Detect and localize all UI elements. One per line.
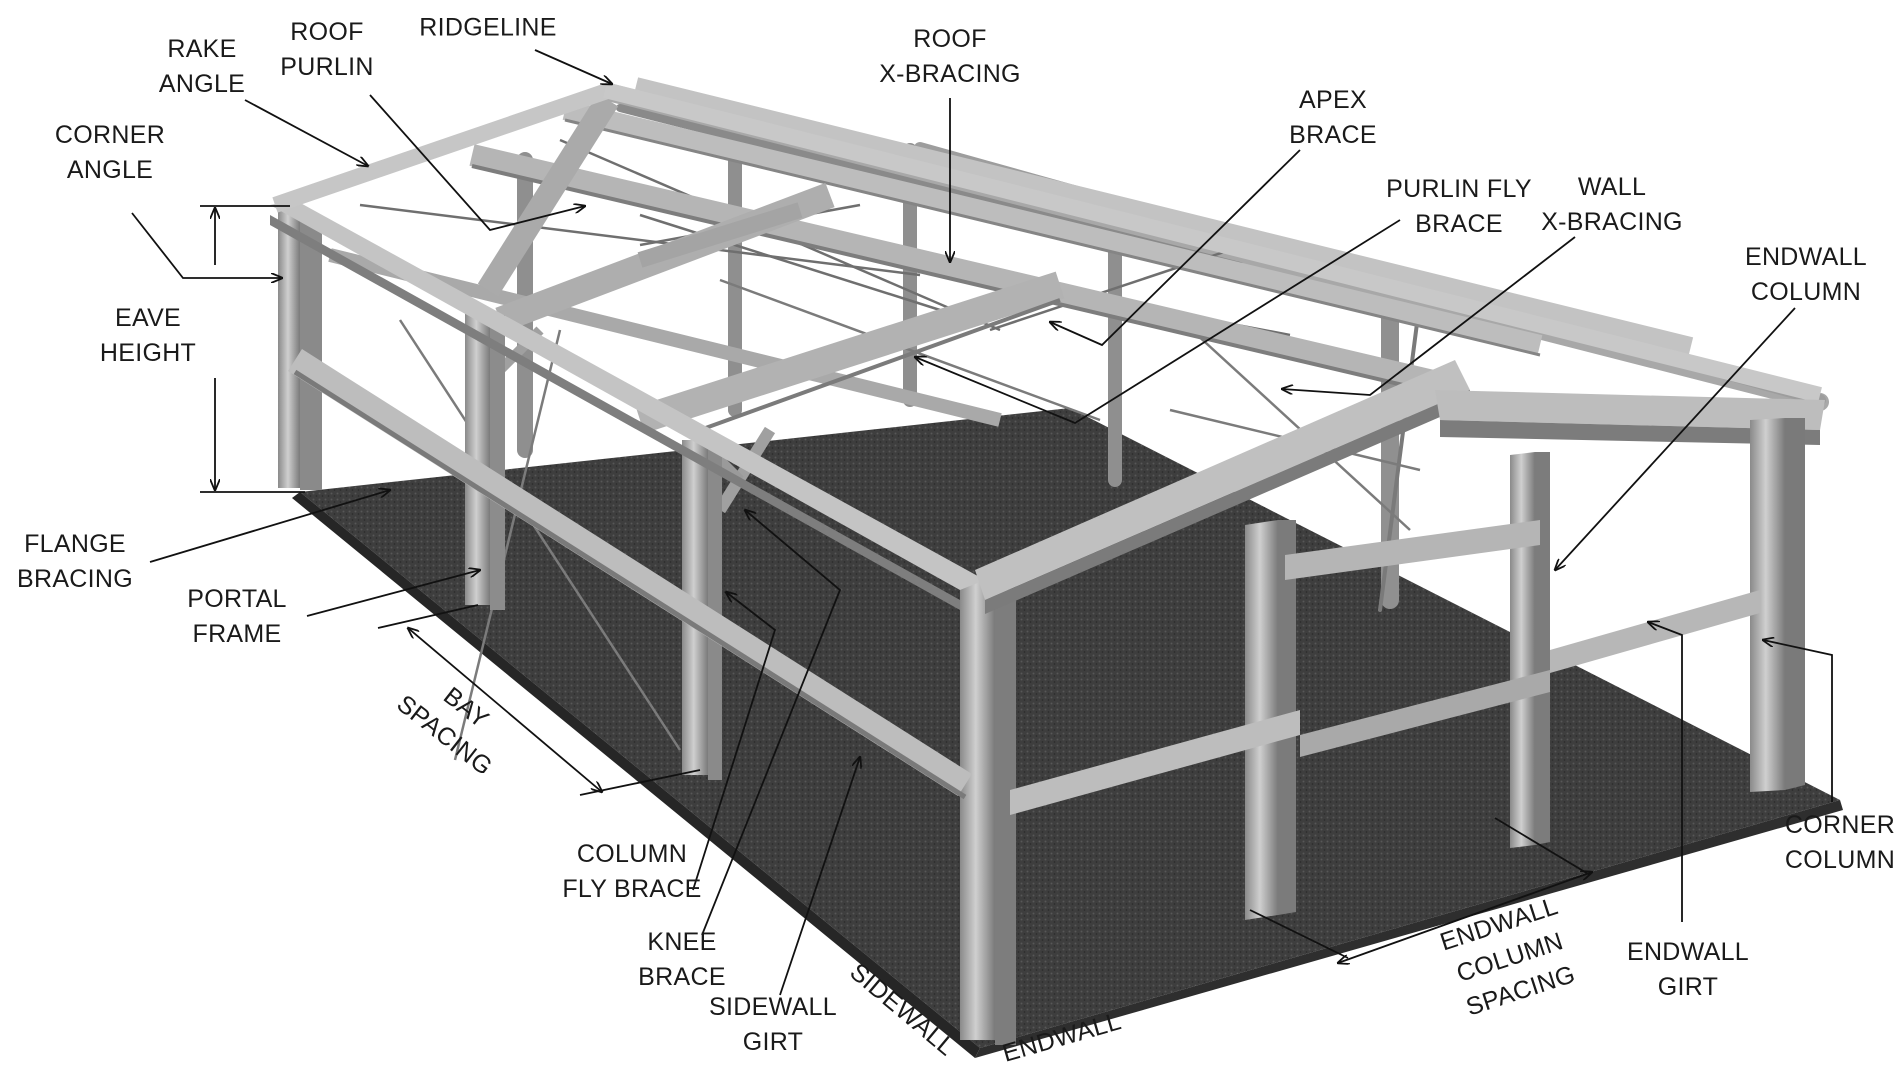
- label-sidewall-girt: SIDEWALL GIRT: [709, 990, 837, 1060]
- ecs-tick-right: [1494, 817, 1591, 876]
- leader-roof-purlin: [369, 94, 585, 232]
- label-corner-angle: CORNER ANGLE: [55, 118, 165, 188]
- leader-knee-brace: [701, 510, 842, 936]
- label-line: GIRT: [1657, 973, 1719, 1001]
- leader-corner-angle: [131, 212, 282, 278]
- ecs-arrow: [1338, 872, 1592, 963]
- sidewall-beams: [270, 82, 1822, 800]
- label-endwall-girt: ENDWALL GIRT: [1627, 935, 1749, 1005]
- leader-wall-x-bracing: [1282, 236, 1576, 396]
- label-line: COLUMN: [1784, 846, 1896, 874]
- label-line: ENDWALL: [1744, 243, 1868, 271]
- label-line: X-BRACING: [1541, 208, 1683, 236]
- label-line: HEIGHT: [99, 339, 197, 367]
- label-line: FLY BRACE: [562, 875, 702, 903]
- bay-spacing-tick-left: [377, 604, 479, 629]
- label-line: FRAME: [192, 620, 282, 648]
- leader-endwall-girt: [1648, 622, 1683, 922]
- label-line: PORTAL: [187, 585, 287, 613]
- label-line: X-BRACING: [879, 60, 1021, 88]
- ecs-tick-left: [1249, 909, 1349, 959]
- label-line: RAKE: [167, 35, 237, 63]
- label-line: SIDEWALL: [709, 993, 837, 1021]
- label-line: FLANGE: [24, 530, 126, 558]
- label-eave-height: EAVE HEIGHT: [100, 301, 196, 371]
- label-line: CORNER: [54, 121, 166, 149]
- label-roof-x-bracing: ROOF X-BRACING: [879, 22, 1021, 92]
- wall-x-bracing: [398, 278, 1421, 761]
- leader-endwall-column: [1555, 307, 1796, 570]
- label-line: KNEE: [647, 928, 717, 956]
- label-line: APEX: [1299, 86, 1367, 114]
- label-line: COLUMN: [1750, 278, 1862, 306]
- label-knee-brace: KNEE BRACE: [638, 925, 726, 995]
- label-purlin-fly-brace: PURLIN FLY BRACE: [1386, 172, 1532, 242]
- label-line: ROOF: [290, 18, 364, 46]
- leader-apex-brace: [1050, 149, 1301, 347]
- label-line: EAVE: [114, 304, 182, 332]
- label-line: CORNER: [1784, 811, 1896, 839]
- leader-sidewall-girt: [779, 757, 860, 996]
- leader-column-fly-brace: [692, 592, 777, 891]
- label-endwall-column: ENDWALL COLUMN: [1745, 240, 1867, 310]
- label-roof-purlin: ROOF PURLIN: [280, 15, 374, 85]
- label-line: GIRT: [742, 1028, 804, 1056]
- leader-rake-angle: [244, 99, 368, 166]
- label-apex-brace: APEX BRACE: [1289, 83, 1377, 153]
- label-line: ANGLE: [158, 70, 246, 98]
- endwall-frame: [975, 360, 1825, 920]
- label-line: COLUMN: [576, 840, 688, 868]
- label-corner-column: CORNER COLUMN: [1785, 808, 1895, 878]
- label-line: PURLIN FLY: [1386, 175, 1532, 203]
- label-line: PURLIN: [280, 53, 374, 81]
- label-wall-x-bracing: WALL X-BRACING: [1541, 170, 1683, 240]
- leader-flange-bracing: [149, 490, 390, 563]
- label-line: BRACE: [1289, 121, 1377, 149]
- leader-purlin-fly-brace: [915, 219, 1401, 425]
- label-rake-angle: RAKE ANGLE: [159, 32, 245, 102]
- leader-ridgeline: [534, 49, 612, 84]
- label-portal-frame: PORTAL FRAME: [187, 582, 287, 652]
- label-line: WALL: [1577, 173, 1647, 201]
- label-line: ANGLE: [66, 156, 154, 184]
- leader-corner-column: [1763, 640, 1833, 802]
- label-flange-bracing: FLANGE BRACING: [17, 527, 133, 597]
- label-line: ENDWALL: [1626, 938, 1750, 966]
- label-line: BRACE: [638, 963, 726, 991]
- label-column-fly-brace: COLUMN FLY BRACE: [562, 837, 701, 907]
- label-line: ROOF: [913, 25, 987, 53]
- leader-lines: [131, 49, 1833, 996]
- label-line: BRACE: [1415, 210, 1503, 238]
- bay-spacing-arrow: [408, 628, 602, 792]
- leader-portal-frame: [306, 570, 480, 617]
- label-line: BRACING: [16, 565, 134, 593]
- label-ridgeline: RIDGELINE: [419, 13, 557, 42]
